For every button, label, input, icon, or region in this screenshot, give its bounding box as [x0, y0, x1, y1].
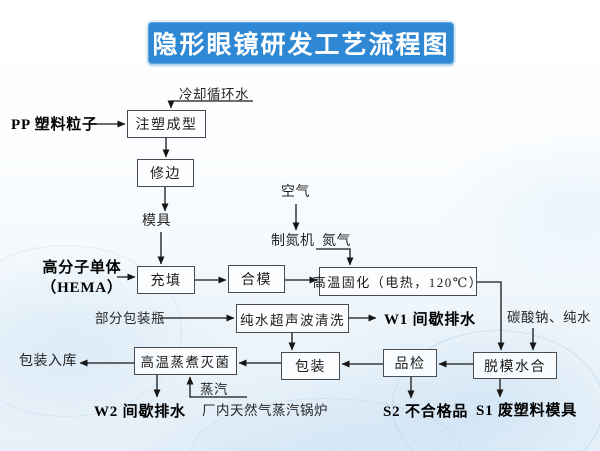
label-s1-waste-plastic-mold: S1 废塑料模具	[476, 403, 577, 419]
label-mold: 模具	[142, 214, 171, 229]
node-filling: 充填	[137, 266, 195, 294]
label-soda-ash-pure-water: 碳酸钠、纯水	[507, 310, 591, 325]
diagram-title-banner: 隐形眼镜研发工艺流程图	[148, 22, 454, 64]
node-mold-closing: 合模	[228, 265, 285, 293]
label-pp-plastic-particles: PP 塑料粒子	[11, 117, 98, 133]
label-nitrogen-generator: 制氮机	[271, 234, 315, 249]
label-partial-packaging-bottles: 部分包装瓶	[95, 311, 165, 326]
arrow-cooling-water-to-injection	[167, 100, 253, 109]
node-packing: 包装	[281, 352, 340, 380]
arrow-nitrogen-to-curing	[316, 248, 354, 266]
label-nitrogen-gas: 氮气	[322, 234, 351, 249]
label-steam: 蒸汽	[200, 382, 228, 397]
label-w2-intermittent-drainage: W2 间歇排水	[94, 404, 186, 420]
label-w1-intermittent-drainage: W1 间歇排水	[384, 312, 476, 328]
label-natural-gas-steam-boiler: 厂内天然气蒸汽锅炉	[202, 403, 328, 418]
label-s2-rejected-products: S2 不合格品	[383, 404, 469, 420]
label-packaging-warehouse: 包装入库	[19, 354, 77, 369]
node-trimming: 修边	[137, 159, 194, 187]
label-air: 空气	[281, 185, 310, 200]
node-injection-molding: 注塑成型	[127, 110, 206, 138]
label-cooling-circulating-water: 冷却循环水	[179, 87, 249, 102]
node-quality-inspection: 品检	[383, 349, 437, 377]
diagram-title: 隐形眼镜研发工艺流程图	[152, 31, 450, 59]
node-steam-sterilization: 高温蒸煮灭菌	[134, 347, 237, 375]
arrow-curing-to-demold	[477, 281, 505, 351]
node-ultrasonic-cleaning: 纯水超声波清洗	[236, 304, 349, 333]
arrow-steam-to-sterilization	[186, 376, 247, 398]
label-polymer-monomer-hema: 高分子单体 （HEMA）	[41, 260, 123, 297]
node-high-temp-curing: 高温固化（电热，120℃）	[313, 267, 482, 296]
node-demold-hydration: 脱模水合	[473, 352, 557, 379]
